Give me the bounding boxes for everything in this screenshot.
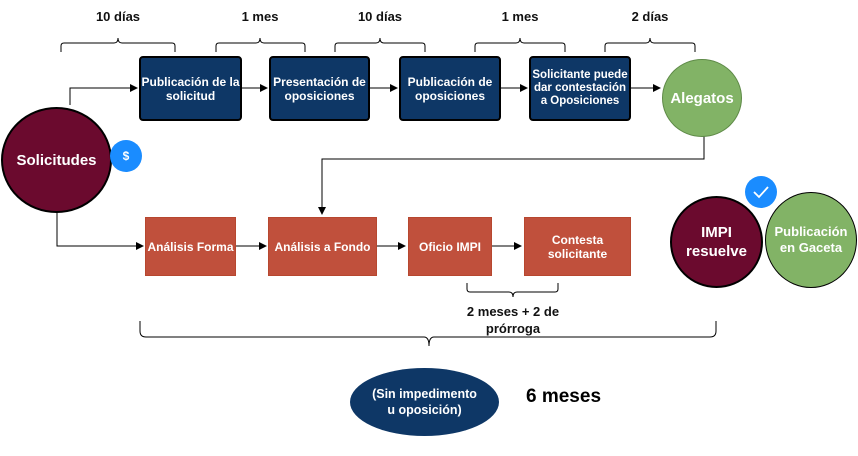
brace-total — [140, 321, 716, 346]
check-icon — [745, 176, 777, 208]
step-contesta-solicitante: Contesta solicitante — [524, 217, 631, 276]
step-presentacion-oposiciones: Presentación de oposiciones — [269, 56, 370, 121]
step-oficio-impi: Oficio IMPI — [408, 217, 492, 276]
brace-1 — [61, 38, 175, 52]
duration-label-5: 2 días — [605, 9, 695, 24]
step-analisis-forma: Análisis Forma — [145, 217, 236, 276]
step-analisis-fondo: Análisis a Fondo — [268, 217, 377, 276]
brace-oficio — [467, 283, 558, 297]
step-publicacion-solicitud: Publicación de la solicitud — [139, 56, 242, 121]
step-contestacion-oposiciones: Solicitante puede dar contestación a Opo… — [529, 56, 631, 121]
duration-label-4: 1 mes — [475, 9, 565, 24]
brace-4 — [475, 38, 565, 52]
alegatos-node: Alegatos — [662, 59, 742, 137]
solicitudes-node: Solicitudes — [1, 107, 112, 213]
duration-label-2: 1 mes — [215, 9, 305, 24]
sin-impedimento-node: (Sin impedimento u oposición) — [350, 368, 499, 436]
publicacion-gaceta-node: Publicación en Gaceta — [765, 192, 857, 288]
brace-3 — [335, 38, 425, 52]
arrow-alegatos-to-fondo — [322, 133, 704, 214]
total-duration-label: 6 meses — [526, 386, 601, 408]
arrow-solicitudes-to-bottom — [57, 210, 143, 246]
brace-5 — [605, 38, 695, 52]
duration-label-3: 10 días — [335, 9, 425, 24]
duration-label-1: 10 días — [73, 9, 163, 24]
impi-resuelve-node: IMPI resuelve — [670, 196, 763, 288]
step-publicacion-oposiciones: Publicación de oposiciones — [399, 56, 501, 121]
brace-2 — [216, 38, 305, 52]
dollar-icon: $ — [110, 140, 142, 172]
arrow-solicitudes-to-top — [70, 88, 137, 105]
oficio-duration-label: 2 meses + 2 de prórroga — [443, 303, 583, 337]
